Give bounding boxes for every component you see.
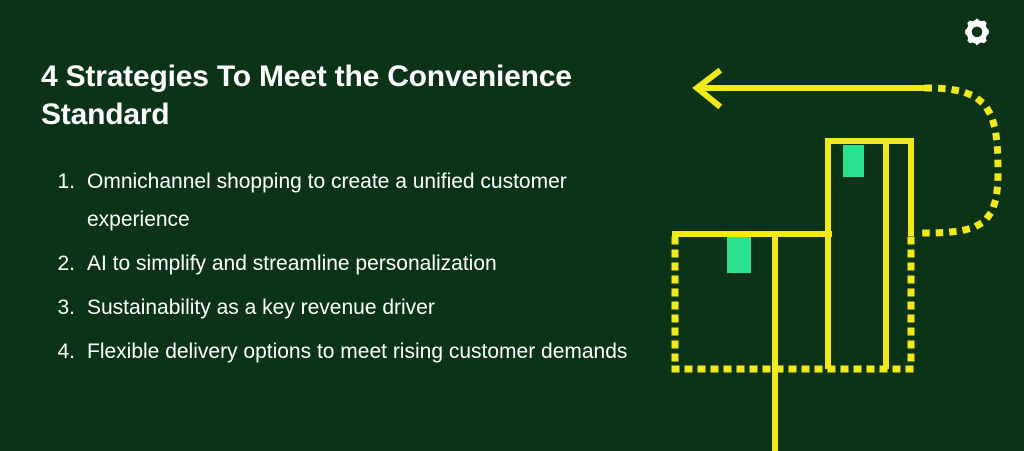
list-item: 2. AI to simplify and streamline persona…: [41, 245, 649, 283]
content-column: 4 Strategies To Meet the Convenience Sta…: [41, 60, 649, 377]
list-item: 1. Omnichannel shopping to create a unif…: [41, 163, 649, 239]
list-item-label: Flexible delivery options to meet rising…: [87, 340, 628, 363]
list-item-label: Sustainability as a key revenue driver: [87, 296, 435, 319]
strategy-list: 1. Omnichannel shopping to create a unif…: [41, 163, 649, 377]
list-item: 3. Sustainability as a key revenue drive…: [41, 289, 649, 327]
green-highlight-block-lower: [727, 237, 751, 273]
tall-bar-outline: [825, 138, 914, 369]
arrow-head-icon: [692, 67, 723, 110]
gear-icon[interactable]: [960, 16, 994, 50]
list-item-label: AI to simplify and streamline personaliz…: [87, 252, 497, 275]
list-item-number: 2.: [57, 252, 75, 275]
list-item-number: 1.: [57, 170, 75, 193]
gear-icon-glyph: [965, 18, 989, 46]
decorative-graphic: [660, 0, 1024, 451]
list-item-label: Omnichannel shopping to create a unified…: [87, 170, 567, 231]
green-highlight-block-upper: [843, 145, 864, 177]
page-title: 4 Strategies To Meet the Convenience Sta…: [41, 60, 572, 131]
list-item-number: 4.: [57, 340, 75, 363]
dotted-loop-arc: [918, 84, 1002, 237]
list-item: 4. Flexible delivery options to meet ris…: [41, 333, 649, 371]
bar-chart-illustration: [671, 67, 1002, 451]
list-item-number: 3.: [57, 296, 75, 319]
